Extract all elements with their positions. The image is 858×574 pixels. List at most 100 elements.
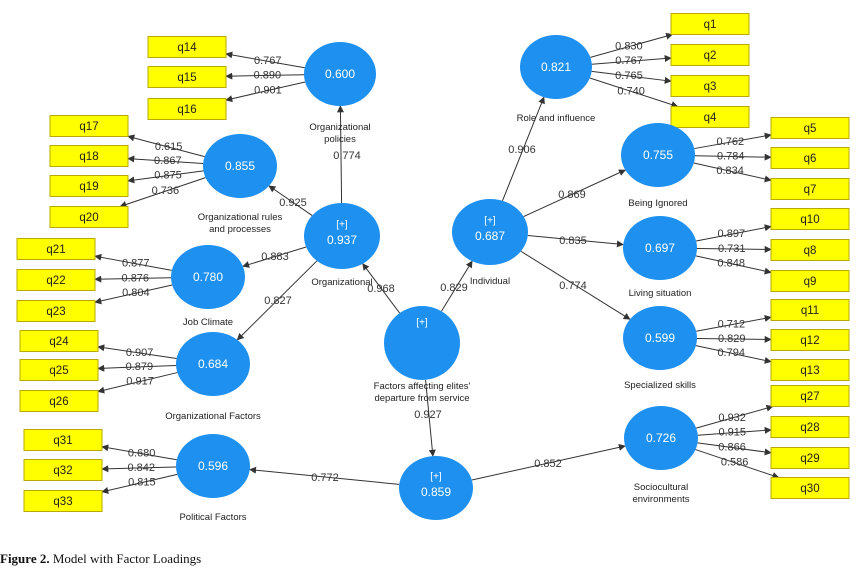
loading-edge-q24 — [97, 344, 177, 360]
loading-edge-q31 — [101, 444, 177, 461]
indicator-label-q30: q30 — [800, 483, 819, 495]
path-political_root-to-political_factors — [249, 466, 400, 485]
loading-edge-q8 — [696, 245, 772, 253]
r-squared-org_factors: 0.684 — [198, 357, 228, 371]
latent-label-sociocultural-0: Sociocultural — [634, 482, 688, 493]
indicator-box-q17 — [49, 115, 129, 137]
loading-edge-q10 — [696, 224, 772, 242]
loading-edge-q4 — [589, 77, 679, 108]
indicator-label-q25: q25 — [49, 365, 68, 377]
loading-value-q17: 0.615 — [155, 141, 183, 153]
indicator-label-q19: q19 — [79, 181, 98, 193]
loading-value-q5: 0.762 — [717, 136, 745, 148]
latent-label-role_influence-0: Role and influence — [517, 113, 596, 124]
loading-value-q3: 0.765 — [615, 70, 643, 82]
loading-value-q10: 0.897 — [718, 228, 746, 240]
indicator-box-q33 — [23, 490, 103, 512]
path-political_root-to-sociocultural — [471, 443, 626, 481]
r-squared-sociocultural: 0.726 — [646, 431, 676, 445]
path-coefficient-sociocultural: 0.852 — [534, 458, 562, 470]
loading-value-q30: 0.586 — [721, 457, 749, 469]
indicator-box-q23 — [16, 300, 96, 322]
indicator-label-q26: q26 — [49, 396, 68, 408]
path-main-to-organizational — [362, 263, 401, 314]
path-organizational-to-org_factors — [236, 260, 318, 341]
path-coefficient-being_ignored: 0.869 — [558, 189, 586, 201]
indicator-box-q2 — [670, 44, 750, 66]
loading-edge-q1 — [590, 32, 674, 58]
loading-edge-q22 — [94, 275, 172, 283]
path-main-to-individual — [441, 260, 473, 312]
latent-label-org_rules-0: Organizational rules — [198, 212, 283, 223]
latent-node-specialized_skills — [623, 306, 697, 370]
path-coefficient-job_climate: 0.883 — [261, 251, 289, 263]
loading-value-q16: 0.901 — [254, 84, 282, 96]
indicator-label-q18: q18 — [79, 151, 98, 163]
expand-mark-individual: [+] — [484, 216, 496, 227]
indicator-label-q33: q33 — [53, 496, 72, 508]
latent-label-political_factors-0: Political Factors — [179, 512, 246, 523]
latent-node-political_factors — [176, 434, 250, 498]
indicator-box-q30 — [770, 477, 850, 499]
latent-label-org_factors-0: Organizational Factors — [165, 411, 261, 422]
indicator-label-q16: q16 — [177, 104, 196, 116]
indicator-label-q28: q28 — [800, 422, 819, 434]
path-organizational-to-org_rules — [268, 185, 313, 216]
indicator-label-q21: q21 — [46, 244, 65, 256]
loading-value-q11: 0.712 — [718, 319, 746, 331]
indicator-label-q15: q15 — [177, 72, 196, 84]
loading-value-q1: 0.830 — [615, 41, 643, 53]
path-coefficient-individual: 0.829 — [440, 282, 468, 294]
indicator-box-q3 — [670, 75, 750, 97]
indicator-label-q5: q5 — [804, 123, 817, 135]
indicator-box-q24 — [19, 330, 99, 352]
indicator-label-q22: q22 — [46, 275, 65, 287]
r-squared-political_root: 0.859 — [421, 485, 451, 499]
loading-edge-q27 — [696, 404, 774, 429]
r-squared-being_ignored: 0.755 — [643, 148, 673, 162]
path-coefficient-political_factors: 0.772 — [311, 472, 339, 484]
indicator-box-q22 — [16, 269, 96, 291]
path-coefficient-org_policies: 0.774 — [333, 150, 361, 162]
indicator-label-q14: q14 — [177, 42, 197, 54]
latent-node-org_rules — [203, 134, 277, 198]
indicator-box-q31 — [23, 429, 103, 451]
indicator-label-q6: q6 — [804, 153, 817, 165]
indicator-box-q1 — [670, 13, 750, 35]
path-coefficient-organizational: 0.968 — [367, 283, 395, 295]
path-individual-to-living_situation — [527, 235, 624, 248]
latent-label-org_policies-0: Organizational — [309, 122, 370, 133]
latent-label-sociocultural-1: environments — [632, 494, 689, 505]
path-individual-to-specialized_skills — [520, 250, 631, 320]
indicator-box-q11 — [770, 299, 850, 321]
path-organizational-to-job_climate — [242, 246, 307, 268]
path-coefficient-political_root: 0.927 — [414, 409, 442, 421]
path-organizational-to-org_policies — [336, 105, 344, 204]
indicator-label-q13: q13 — [800, 365, 819, 377]
loading-value-q2: 0.767 — [615, 55, 643, 67]
indicator-box-q10 — [770, 208, 850, 230]
loading-edge-q6 — [694, 153, 772, 161]
path-coefficient-org_rules: 0.925 — [279, 197, 307, 209]
loading-edge-q29 — [697, 442, 772, 456]
expand-mark-main: [+] — [416, 318, 428, 329]
latent-label-job_climate-0: Job Climate — [183, 317, 233, 328]
loading-edge-q5 — [694, 132, 772, 150]
indicator-label-q20: q20 — [79, 212, 98, 224]
indicator-box-q27 — [770, 385, 850, 407]
r-squared-living_situation: 0.697 — [645, 241, 675, 255]
loading-value-q23: 0.804 — [122, 287, 150, 299]
loading-edge-q25 — [97, 364, 177, 372]
r-squared-org_policies: 0.600 — [325, 67, 355, 81]
indicator-box-q32 — [23, 459, 103, 481]
caption-label: Figure 2. — [0, 551, 50, 566]
indicator-label-q9: q9 — [804, 276, 817, 288]
latent-node-living_situation — [623, 216, 697, 280]
latent-node-individual — [452, 199, 528, 265]
indicator-box-q9 — [770, 270, 850, 292]
r-squared-political_factors: 0.596 — [198, 459, 228, 473]
indicator-label-q2: q2 — [704, 50, 717, 62]
latent-label-being_ignored-0: Being Ignored — [628, 198, 687, 209]
loading-value-q13: 0.794 — [717, 347, 745, 359]
